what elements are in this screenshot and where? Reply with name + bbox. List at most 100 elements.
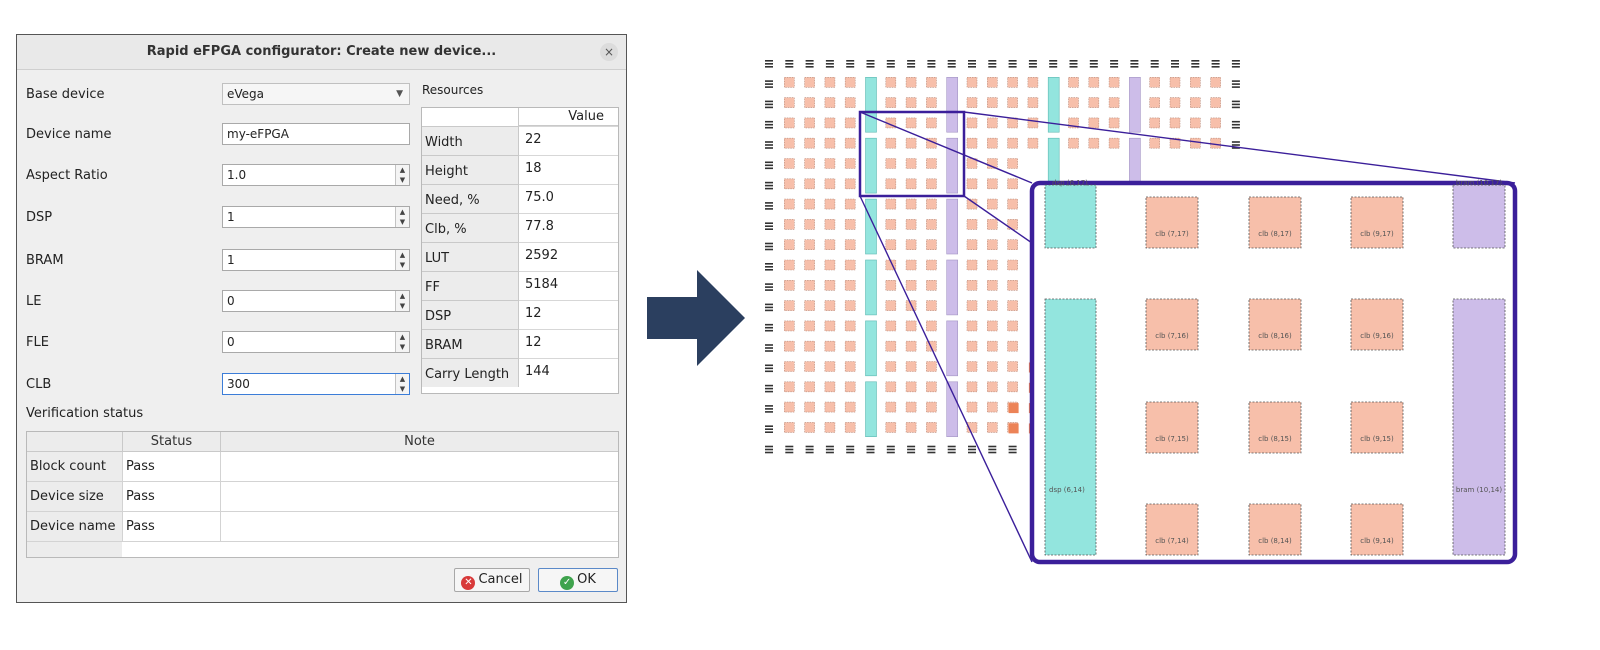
io-pad-icon <box>805 60 814 68</box>
io-pad-line <box>765 126 773 129</box>
io-pad-line <box>765 390 773 393</box>
io-pad-line <box>866 60 875 62</box>
clb-block <box>1145 503 1199 556</box>
clb-tile <box>844 381 856 393</box>
io-pad-line <box>846 448 855 451</box>
spin-arrows-icon[interactable]: ▲▼ <box>395 291 409 311</box>
io-pad-line <box>1049 66 1058 68</box>
fle-spinbox[interactable]: 0 ▲▼ <box>222 331 410 353</box>
io-pad-line <box>1171 66 1179 68</box>
io-pad-line <box>765 202 773 204</box>
clb-tile <box>885 97 897 108</box>
resources-corner <box>422 108 519 126</box>
clb-tile <box>987 219 998 230</box>
bram-spinbox[interactable]: 1 ▲▼ <box>222 249 410 271</box>
clb-tile <box>844 117 856 129</box>
io-pad-line <box>927 63 936 65</box>
io-pad-icon <box>988 445 997 454</box>
clb-tile <box>783 198 795 210</box>
io-pad-line <box>968 66 976 68</box>
io-pad-line <box>1008 445 1017 448</box>
io-pad-icon <box>886 60 895 68</box>
clb-tile <box>905 158 917 169</box>
clb-tile <box>966 401 978 413</box>
verification-filler <box>27 542 122 557</box>
aspect-ratio-label: Aspect Ratio <box>26 168 108 183</box>
clb-tile <box>1169 76 1181 88</box>
io-pad-line <box>765 83 773 85</box>
io-pad-icon <box>765 100 773 109</box>
io-pad-line <box>947 451 956 454</box>
io-pad-line <box>765 63 773 65</box>
check-icon: ✓ <box>560 576 575 590</box>
le-spinbox[interactable]: 0 ▲▼ <box>222 290 410 312</box>
io-pad-line <box>765 425 773 427</box>
io-pad-line <box>1231 147 1240 149</box>
io-pad-line <box>1231 66 1240 68</box>
clb-tile <box>804 300 815 311</box>
io-pad-line <box>765 66 773 68</box>
spin-arrows-icon[interactable]: ▲▼ <box>395 165 409 185</box>
io-pad-line <box>1069 66 1078 68</box>
io-pad-line <box>765 120 773 123</box>
clb-tile <box>783 300 795 311</box>
spin-arrows-icon[interactable]: ▲▼ <box>395 250 409 270</box>
clb-block <box>1248 196 1302 249</box>
clb-spinbox[interactable]: 300 ▲▼ <box>222 373 410 395</box>
verification-note <box>220 452 618 482</box>
io-pad-icon <box>1110 60 1119 68</box>
bram-value: 1 <box>227 253 235 267</box>
io-pad-line <box>968 451 976 454</box>
io-pad-line <box>1150 63 1159 65</box>
clb-tile <box>1027 97 1039 108</box>
clb-tile <box>885 361 897 372</box>
io-pad-line <box>1231 100 1240 103</box>
io-pad-icon <box>968 60 976 68</box>
bram-label-top: bram (10,17) <box>1456 179 1502 187</box>
dsp-column <box>865 137 877 194</box>
ok-button[interactable]: ✓OK <box>538 568 618 592</box>
clb-tile <box>966 178 978 190</box>
placed-clb-tile <box>1008 403 1019 414</box>
base-device-select[interactable]: eVega ▼ <box>222 83 410 105</box>
io-pad-line <box>765 286 773 288</box>
io-pad-icon <box>825 60 834 68</box>
clb-tile <box>844 97 856 108</box>
io-pad-icon <box>765 141 773 149</box>
clb-label: clb (9,17) <box>1360 230 1394 238</box>
io-pad-line <box>765 387 773 390</box>
dsp-spinbox[interactable]: 1 ▲▼ <box>222 206 410 228</box>
clb-tile <box>987 361 998 372</box>
verification-table: Status Note Block count Pass Device size… <box>26 431 619 558</box>
bram-column <box>946 198 958 255</box>
io-pad-line <box>1008 451 1017 454</box>
spin-arrows-icon[interactable]: ▲▼ <box>395 332 409 352</box>
io-pad-icon <box>765 445 773 454</box>
io-pad-icon <box>988 60 997 68</box>
bram-column <box>946 381 958 437</box>
io-pad-icon <box>1069 60 1078 68</box>
device-name-input[interactable]: my-eFPGA <box>222 123 410 145</box>
clb-tile <box>1007 158 1018 169</box>
clb-tile <box>1088 76 1100 88</box>
spin-arrows-icon[interactable]: ▲▼ <box>395 374 409 394</box>
clb-tile <box>885 422 897 433</box>
cancel-button[interactable]: ✕Cancel <box>454 568 530 592</box>
clb-tile <box>1149 117 1161 129</box>
spin-arrows-icon[interactable]: ▲▼ <box>395 207 409 227</box>
io-pad-line <box>1110 63 1119 65</box>
clb-tile <box>905 239 917 250</box>
clb-tile <box>1007 381 1018 393</box>
io-pad-line <box>907 451 916 454</box>
aspect-ratio-spinbox[interactable]: 1.0 ▲▼ <box>222 164 410 186</box>
clb-label: clb (8,17) <box>1258 230 1292 238</box>
close-icon[interactable]: × <box>600 43 618 61</box>
io-pad-icon <box>866 60 875 68</box>
io-pad-line <box>825 445 834 448</box>
arrow-shape <box>647 270 745 366</box>
clb-tile <box>824 117 836 129</box>
clb-tile <box>804 259 815 271</box>
clb-tile <box>824 137 836 149</box>
io-pad-line <box>805 445 814 448</box>
io-pad-icon <box>765 323 773 332</box>
